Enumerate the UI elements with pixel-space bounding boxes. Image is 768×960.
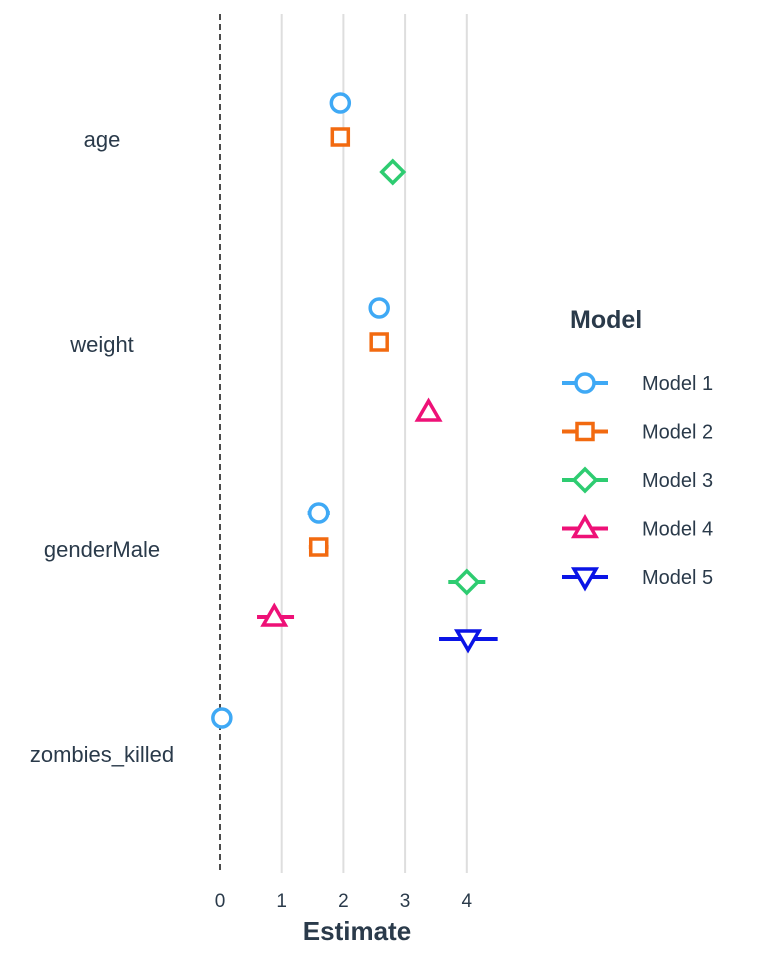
category-label: weight — [69, 332, 134, 357]
legend-label: Model 2 — [642, 422, 713, 444]
legend-entry: Model 1 — [562, 372, 713, 395]
x-axis-title: Estimate — [303, 916, 411, 946]
legend-title: Model — [570, 306, 642, 334]
legend-entry: Model 5 — [562, 567, 713, 592]
point-marker — [453, 568, 481, 596]
legend-label: Model 4 — [642, 519, 713, 541]
data-point — [308, 537, 329, 557]
legend-entry: Model 2 — [562, 422, 713, 444]
legend-key-marker — [570, 514, 600, 539]
gridlines — [219, 14, 468, 873]
point-marker — [329, 92, 352, 114]
data-point — [368, 297, 390, 319]
x-tick-label: 0 — [215, 891, 226, 912]
category-label: genderMale — [44, 537, 160, 562]
point-marker — [330, 127, 351, 147]
legend: Model Model 1 Model 2 Model 3 Model 4 Model … — [562, 306, 713, 592]
legend-label: Model 3 — [642, 470, 713, 492]
point-marker — [453, 629, 483, 654]
data-marks — [211, 92, 498, 729]
data-point — [439, 629, 498, 654]
legend-key-marker — [575, 421, 595, 442]
category-label: zombies_killed — [30, 742, 174, 767]
point-marker — [211, 707, 233, 729]
data-point — [369, 332, 389, 352]
x-tick-label: 4 — [462, 891, 473, 912]
legend-key-marker — [570, 567, 600, 592]
point-marker — [379, 158, 407, 186]
legend-label: Model 1 — [642, 373, 713, 395]
legend-key-marker — [571, 466, 599, 494]
category-labels: age weight genderMale zombies_killed — [30, 127, 174, 767]
point-marker — [369, 332, 389, 352]
point-marker — [307, 502, 330, 524]
x-tick-label: 1 — [276, 891, 287, 912]
data-point — [414, 397, 443, 422]
data-point — [448, 568, 486, 596]
data-point — [257, 602, 295, 627]
point-marker — [308, 537, 329, 557]
legend-entry: Model 4 — [562, 514, 713, 541]
point-marker — [368, 297, 390, 319]
x-tick-label: 2 — [338, 891, 349, 912]
x-tick-labels: 0 1 2 3 4 — [215, 891, 473, 912]
data-point — [379, 158, 407, 186]
legend-key-marker — [574, 372, 596, 394]
data-point — [330, 127, 351, 147]
data-point — [211, 707, 233, 729]
data-point — [329, 92, 352, 114]
legend-entry: Model 3 — [562, 466, 713, 494]
legend-label: Model 5 — [642, 567, 713, 589]
data-point — [307, 502, 330, 524]
x-tick-label: 3 — [400, 891, 411, 912]
point-marker — [260, 602, 289, 627]
point-marker — [414, 397, 443, 422]
category-label: age — [84, 127, 121, 152]
